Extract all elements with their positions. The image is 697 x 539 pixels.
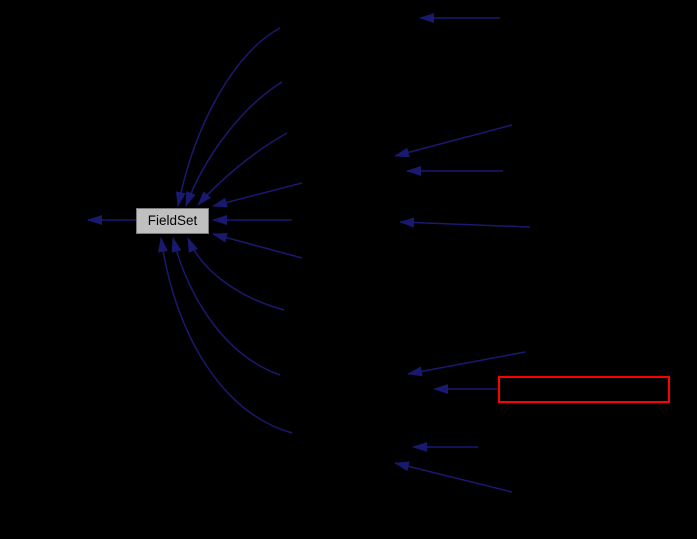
edge-derived-7-to-fieldset bbox=[187, 237, 285, 311]
edge-derived-3-to-fieldset bbox=[197, 132, 288, 206]
edge-leaf-2-to-derived-4 bbox=[394, 124, 513, 158]
edge-derived-4-to-fieldset bbox=[212, 182, 303, 208]
node-fieldset-label: FieldSet bbox=[147, 213, 198, 229]
edge-derived-6-to-fieldset bbox=[212, 232, 303, 259]
edge-leaf-5-to-derived-8 bbox=[407, 351, 526, 377]
edge-derived-9-to-fieldset bbox=[158, 237, 293, 434]
edge-derived-8-to-fieldset bbox=[171, 237, 281, 376]
edge-leaf-4-to-derived-5 bbox=[399, 217, 531, 228]
edge-derived-2-to-fieldset bbox=[185, 81, 283, 207]
edge-leaf-8-to-derived-9 bbox=[394, 461, 513, 493]
node-fieldset[interactable]: FieldSet bbox=[136, 208, 209, 234]
node-highlighted[interactable] bbox=[498, 376, 670, 403]
edge-derived-1-to-fieldset bbox=[175, 27, 281, 207]
